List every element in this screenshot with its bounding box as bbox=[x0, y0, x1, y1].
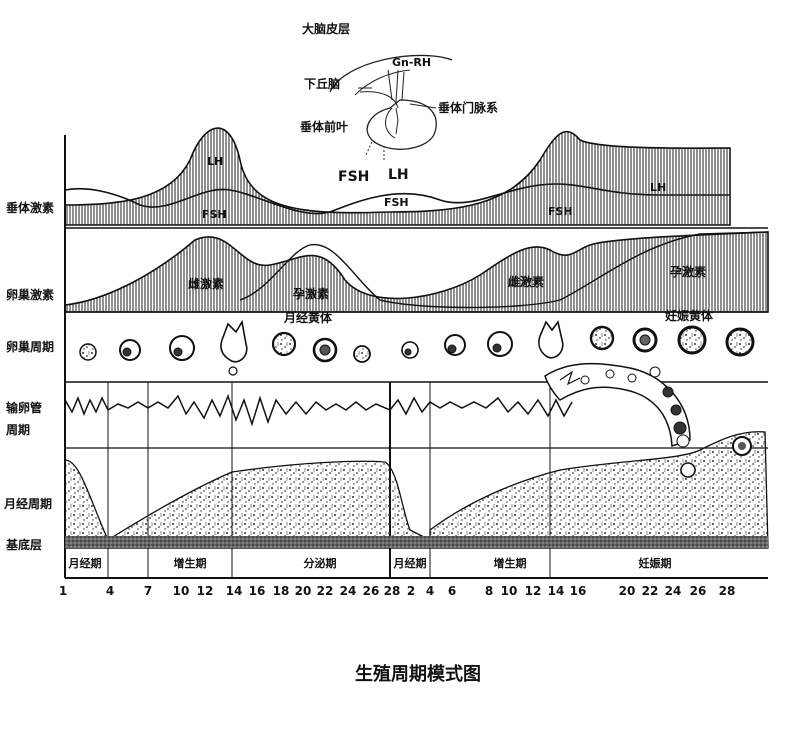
day-tick: 20 bbox=[619, 584, 636, 598]
day-tick: 22 bbox=[642, 584, 659, 598]
gnrh-label: Gn-RH bbox=[392, 56, 431, 69]
row-label-menstrual: 月经周期 bbox=[3, 496, 52, 511]
fsh-release-label: FSH bbox=[338, 169, 369, 185]
day-tick: 28 bbox=[384, 584, 401, 598]
lh-peak-label: LH bbox=[207, 155, 223, 168]
day-tick: 10 bbox=[173, 584, 190, 598]
progesterone-curve bbox=[239, 231, 769, 309]
fsh-label-3: FSH bbox=[548, 205, 573, 218]
day-tick: 24 bbox=[340, 584, 357, 598]
day-tick: 8 bbox=[485, 584, 493, 598]
day-tick: 7 bbox=[144, 584, 152, 598]
day-tick: 12 bbox=[197, 584, 214, 598]
fsh-label-2: FSH bbox=[384, 196, 409, 209]
day-tick: 10 bbox=[501, 584, 518, 598]
corpus-luteum-label: 月经黄体 bbox=[283, 310, 333, 325]
phase-label: 分泌期 bbox=[304, 556, 337, 570]
row-label-pituitary: 垂体激素 bbox=[6, 200, 54, 215]
phase-label: 月经期 bbox=[393, 556, 427, 570]
day-tick: 6 bbox=[448, 584, 456, 598]
estrogen-label-2: 雌激素 bbox=[508, 274, 544, 289]
day-tick: 18 bbox=[273, 584, 290, 598]
row-label-oviduct-1: 输卵管 bbox=[6, 400, 42, 415]
phase-labels: 月经期 增生期 分泌期 月经期 增生期 妊娠期 bbox=[68, 556, 672, 570]
row-label-basal: 基底层 bbox=[5, 537, 42, 552]
fsh-curve bbox=[64, 183, 730, 215]
day-tick: 26 bbox=[363, 584, 380, 598]
day-tick: 4 bbox=[426, 584, 434, 598]
oviduct-activity-trace bbox=[64, 362, 691, 448]
day-tick: 24 bbox=[665, 584, 682, 598]
day-tick: 28 bbox=[719, 584, 736, 598]
hypothalamus-pituitary-sketch bbox=[329, 54, 453, 160]
day-tick: 1 bbox=[59, 584, 67, 598]
progesterone-label-1: 孕激素 bbox=[293, 286, 329, 301]
portal-system-label: 垂体门脉系 bbox=[438, 100, 498, 115]
lh-release-label: LH bbox=[388, 167, 409, 183]
day-tick: 2 bbox=[407, 584, 415, 598]
phase-label: 月经期 bbox=[68, 556, 102, 570]
progesterone-label-2: 孕激素 bbox=[670, 264, 706, 279]
row-label-ovarian-cycle: 卵巢周期 bbox=[6, 339, 54, 354]
pregnancy-corpus-luteum-label: 妊娠黄体 bbox=[665, 308, 714, 323]
day-tick: 16 bbox=[249, 584, 266, 598]
day-tick: 22 bbox=[317, 584, 334, 598]
endometrium-profile bbox=[64, 431, 769, 549]
anterior-pituitary-label: 垂体前叶 bbox=[300, 119, 348, 134]
phase-label: 增生期 bbox=[174, 556, 207, 570]
lh-label-pregnancy: LH bbox=[650, 181, 666, 194]
hypothalamus-label: 下丘脑 bbox=[304, 76, 340, 91]
ovarian-hormone-curves bbox=[64, 231, 769, 313]
pituitary-hormone-curves bbox=[64, 127, 731, 226]
day-tick: 26 bbox=[690, 584, 707, 598]
day-tick: 16 bbox=[570, 584, 587, 598]
cortex-label: 大脑皮层 bbox=[302, 21, 350, 36]
phase-label: 增生期 bbox=[494, 556, 527, 570]
fsh-label-1: FSH bbox=[202, 208, 227, 221]
estrogen-label-1: 雌激素 bbox=[188, 276, 224, 291]
day-tick: 4 bbox=[106, 584, 114, 598]
row-label-oviduct-2: 周期 bbox=[6, 422, 30, 437]
day-tick: 20 bbox=[295, 584, 312, 598]
follicle-sequence bbox=[79, 319, 755, 376]
day-tick: 14 bbox=[226, 584, 243, 598]
figure-caption: 生殖周期模式图 bbox=[355, 663, 481, 685]
day-tick: 12 bbox=[525, 584, 542, 598]
phase-label: 妊娠期 bbox=[639, 556, 672, 570]
row-label-ovarian-hormone: 卵巢激素 bbox=[6, 287, 54, 302]
estrogen-curve bbox=[64, 231, 769, 313]
lh-curve bbox=[64, 127, 731, 226]
day-tick: 14 bbox=[548, 584, 565, 598]
